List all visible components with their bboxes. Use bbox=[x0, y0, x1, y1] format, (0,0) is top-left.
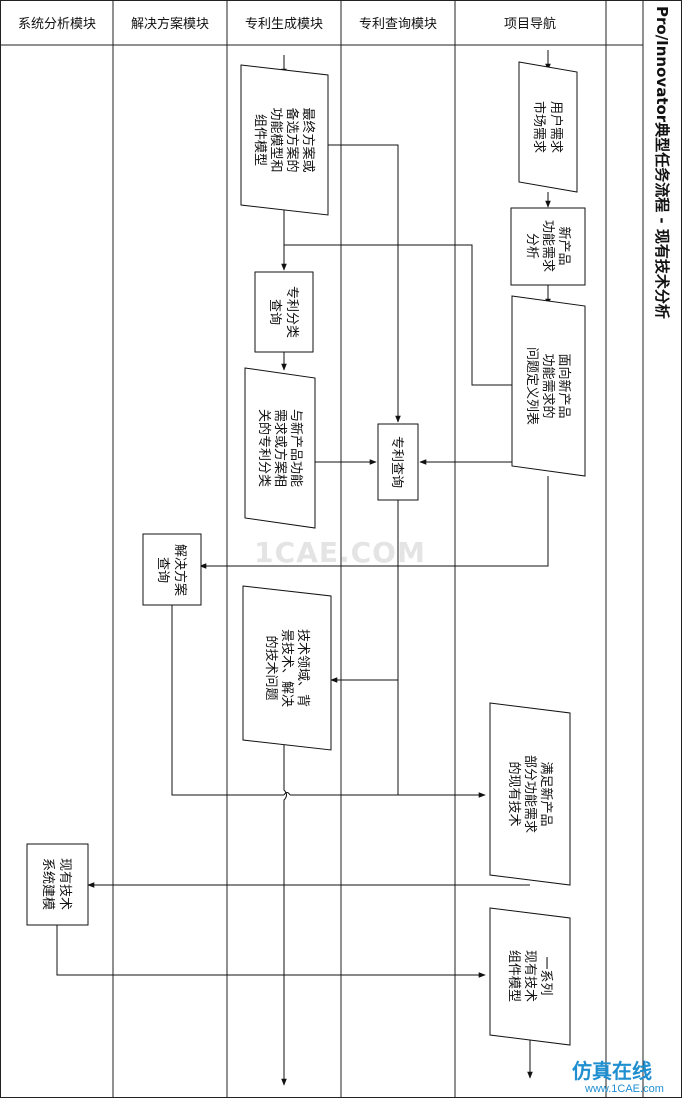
class-query-node: 专利分类 查询 bbox=[267, 286, 299, 338]
lane-header-patent-query: 专利查询模块 bbox=[359, 17, 437, 32]
class-query-line-2: 查询 bbox=[267, 299, 282, 325]
component-models-line-2: 现有技术 bbox=[522, 950, 537, 1002]
final-solution-line-1: 最终方案或 bbox=[300, 107, 316, 172]
lane-dividers bbox=[112, 0, 644, 1098]
class-query-line-1: 专利分类 bbox=[284, 286, 299, 338]
component-models-shape bbox=[489, 907, 571, 1046]
modeling-line-1: 现有技术 bbox=[57, 858, 72, 910]
existing-tech-partial-line-3: 的现有技术 bbox=[506, 761, 522, 826]
solution-query-shape bbox=[142, 533, 202, 606]
diagram-title: Pro/Innovator典型任务流程 - 现有技术分析 bbox=[653, 6, 671, 319]
component-models-line-3: 组件模型 bbox=[506, 950, 521, 1002]
existing-tech-partial-line-2: 部分功能需求 bbox=[522, 755, 537, 833]
final-solution-node: 最终方案或 备选方案的 功能模型和 组件模型 bbox=[252, 107, 316, 172]
patent-query-node: 专利查询 bbox=[389, 436, 404, 488]
user-market-needs-shape bbox=[518, 61, 578, 193]
lane-header-system-analysis: 系统分析模块 bbox=[18, 17, 96, 32]
func-analysis-shape bbox=[510, 207, 586, 286]
related-classes-line-1: 与新产品功能 bbox=[288, 409, 304, 487]
problem-list-line-2: 功能需求的 bbox=[540, 353, 556, 418]
corner-watermark-url: www.1CAE.com bbox=[584, 1083, 664, 1095]
arrow-modeling-to-component-models bbox=[56, 925, 486, 978]
related-classes-line-2: 需求或方案相 bbox=[272, 409, 288, 487]
existing-tech-partial-node: 满足新产品 部分功能需求 的现有技术 bbox=[506, 755, 554, 833]
lane-header-project-nav: 项目导航 bbox=[504, 16, 556, 32]
modeling-line-2: 系统建模 bbox=[40, 858, 55, 910]
tech-field-line-2: 景技术、解决 bbox=[279, 629, 294, 707]
func-analysis-line-2: 功能需求 bbox=[540, 220, 555, 272]
nodes bbox=[26, 61, 586, 1046]
problem-list-node: 面向新产品 功能需求的 问题定义列表 bbox=[524, 347, 572, 425]
func-analysis-node: 新产品 功能需求 分析 bbox=[524, 220, 572, 272]
final-solution-line-4: 组件模型 bbox=[252, 114, 267, 166]
lane-header-patent-generation: 专利生成模块 bbox=[245, 17, 323, 32]
line-hop-1 bbox=[283, 792, 291, 796]
arrow-patent-query-to-existing-tech bbox=[397, 680, 486, 798]
func-analysis-line-1: 新产品 bbox=[556, 226, 572, 265]
related-classes-node: 与新产品功能 需求或方案相 关的专利分类 bbox=[256, 409, 304, 487]
solution-query-line-2: 查询 bbox=[155, 557, 170, 583]
tech-field-line-3: 的技术问题 bbox=[263, 635, 279, 700]
node-labels: 用户需求 市场需求 新产品 功能需求 分析 面向新产品 功能需求的 问题定义列表… bbox=[40, 101, 572, 1002]
patent-query-line-1: 专利查询 bbox=[389, 436, 404, 488]
class-query-shape bbox=[254, 271, 314, 353]
patent-query-shape bbox=[377, 423, 419, 501]
existing-tech-partial-shape bbox=[489, 702, 571, 886]
arrow-final-to-patent-query bbox=[310, 144, 401, 423]
tech-field-node: 技术领域、背 景技术、解决 的技术问题 bbox=[263, 629, 310, 707]
final-solution-line-3: 功能模型和 bbox=[268, 107, 283, 172]
func-analysis-line-3: 分析 bbox=[524, 233, 539, 259]
modeling-shape bbox=[26, 843, 89, 926]
tech-field-line-1: 技术领域、背 bbox=[295, 629, 310, 707]
problem-list-shape bbox=[511, 295, 586, 477]
modeling-node: 现有技术 系统建模 bbox=[40, 858, 72, 910]
solution-query-line-1: 解决方案 bbox=[172, 544, 188, 596]
problem-list-line-1: 面向新产品 bbox=[556, 353, 572, 418]
arrow-problem-list-to-solution-query bbox=[199, 476, 549, 569]
final-solution-line-2: 备选方案的 bbox=[284, 107, 300, 172]
corner-watermark: 仿真在线 www.1CAE.com bbox=[572, 1059, 664, 1095]
related-classes-shape bbox=[244, 367, 316, 529]
component-models-line-1: 一系列 bbox=[538, 956, 553, 995]
lane-header-solution: 解决方案模块 bbox=[131, 16, 209, 32]
user-market-needs-line-1: 用户需求 bbox=[548, 101, 564, 153]
tech-field-shape bbox=[242, 585, 332, 751]
user-market-needs-line-2: 市场需求 bbox=[531, 101, 547, 153]
solution-query-node: 解决方案 查询 bbox=[155, 544, 188, 596]
arrow-tech-field-to-end bbox=[281, 740, 287, 1086]
lane-headers: 系统分析模块 解决方案模块 专利生成模块 专利查询模块 项目导航 bbox=[18, 16, 556, 32]
arrow-solution-query-to-existing-tech bbox=[171, 605, 284, 796]
arrow-problem-list-to-class-query bbox=[284, 244, 512, 386]
corner-watermark-text: 仿真在线 bbox=[572, 1059, 652, 1083]
problem-list-line-3: 问题定义列表 bbox=[524, 347, 539, 425]
component-models-node: 一系列 现有技术 组件模型 bbox=[506, 950, 553, 1002]
existing-tech-partial-line-1: 满足新产品 bbox=[538, 761, 554, 826]
user-market-needs-node: 用户需求 市场需求 bbox=[531, 101, 564, 153]
related-classes-line-3: 关的专利分类 bbox=[256, 409, 272, 487]
watermark-text: 1CAE.COM bbox=[254, 536, 426, 569]
final-solution-shape bbox=[240, 64, 329, 216]
